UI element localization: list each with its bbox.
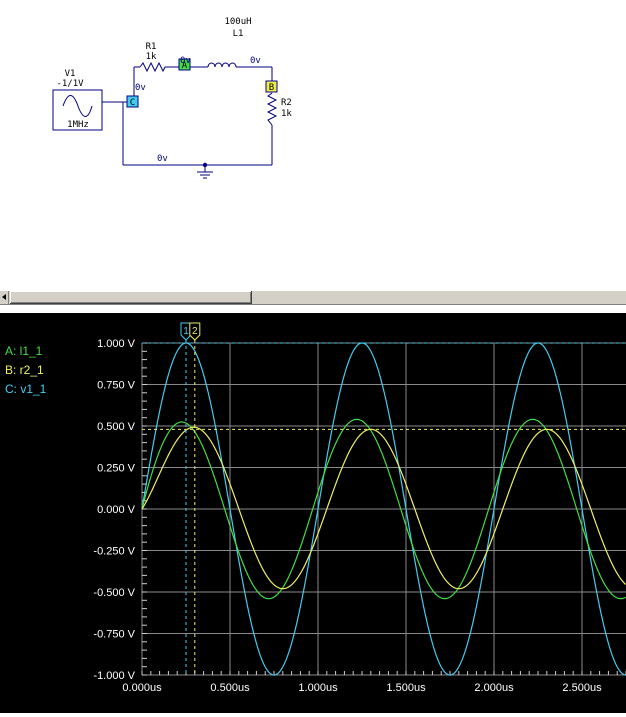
node-a-label: A (182, 61, 188, 71)
legend-item-a: A: l1_1 (5, 344, 43, 358)
y-tick-label: 0.750 V (97, 380, 136, 392)
y-tick-label: 0.000 V (97, 504, 136, 516)
voltage-node-c: 0v (135, 83, 146, 93)
y-tick-label: -1.000 V (93, 670, 135, 682)
node-b-label: B (269, 83, 274, 93)
y-tick-label: -0.250 V (93, 546, 135, 558)
legend-item-b: B: r2_1 (5, 363, 44, 377)
r1-value: 1k (146, 52, 157, 62)
y-axis-ticks: 1.000 V 0.750 V 0.500 V 0.250 V 0.000 V -0.25… (93, 338, 135, 682)
voltage-source-symbol[interactable] (52, 89, 103, 131)
horizontal-scrollbar[interactable] (0, 290, 626, 305)
trace-a-l1-1 (141, 418, 626, 600)
y-tick-label: -0.750 V (93, 629, 135, 641)
x-axis-ticks: 0.000us 0.500us 1.000us 1.500us 2.000us 2.500… (122, 682, 602, 694)
oscilloscope-panel[interactable]: 1.000 V 0.750 V 0.500 V 0.250 V 0.000 V -0.25… (0, 313, 626, 713)
cursor-1-label: 1 (183, 326, 189, 337)
r2-name: R2 (281, 98, 292, 108)
node-c-marker[interactable] (126, 95, 139, 108)
scrollbar-thumb[interactable] (10, 291, 252, 304)
legend-item-c: C: v1_1 (5, 382, 47, 396)
schematic-drawing: V1 -1/1V 1MHz R1 1k 100uH L1 R2 1k C A B (52, 17, 292, 179)
x-tick-label: 2.500us (562, 682, 602, 694)
x-tick-label: 2.000us (474, 682, 514, 694)
ground-icon (197, 165, 213, 179)
source-amplitude: -1/1V (56, 79, 84, 89)
x-tick-label: 1.000us (298, 682, 338, 694)
node-c-label: C (130, 98, 135, 108)
source-frequency: 1MHz (67, 120, 89, 130)
r2-value: 1k (281, 109, 292, 119)
voltage-node-a: 0v (180, 56, 191, 66)
cursor-2-flag[interactable] (189, 322, 201, 341)
r1-name: R1 (146, 42, 157, 52)
trace-b-r2-1 (141, 426, 626, 590)
source-name: V1 (65, 69, 76, 79)
cursor-2-label: 2 (192, 326, 198, 337)
l1-name: L1 (233, 29, 244, 39)
panel-divider (0, 305, 626, 313)
y-tick-label: 0.250 V (97, 463, 136, 475)
x-tick-label: 1.500us (386, 682, 426, 694)
voltage-ground: 0v (157, 154, 168, 164)
scroll-left-arrow-icon[interactable] (0, 291, 9, 304)
voltage-node-b: 0v (250, 56, 261, 66)
node-a-marker[interactable] (178, 58, 191, 71)
x-tick-label: 0.000us (122, 682, 162, 694)
y-tick-label: -0.500 V (93, 587, 135, 599)
l1-value: 100uH (224, 17, 251, 27)
x-tick-label: 0.500us (210, 682, 250, 694)
resistor-r2-symbol[interactable] (266, 92, 278, 126)
y-tick-label: 0.500 V (97, 421, 136, 433)
schematic-canvas[interactable]: V1 -1/1V 1MHz R1 1k 100uH L1 R2 1k C A B (0, 0, 626, 290)
resistor-r1-symbol[interactable] (139, 61, 166, 73)
node-b-marker[interactable] (265, 80, 278, 93)
y-tick-label: 1.000 V (97, 338, 136, 350)
waveform-chart[interactable]: 1.000 V 0.750 V 0.500 V 0.250 V 0.000 V -0.25… (0, 313, 626, 713)
sine-source-icon (62, 95, 93, 117)
trace-legend: A: l1_1 B: r2_1 C: v1_1 (5, 344, 47, 396)
inductor-l1-symbol[interactable] (207, 62, 237, 68)
